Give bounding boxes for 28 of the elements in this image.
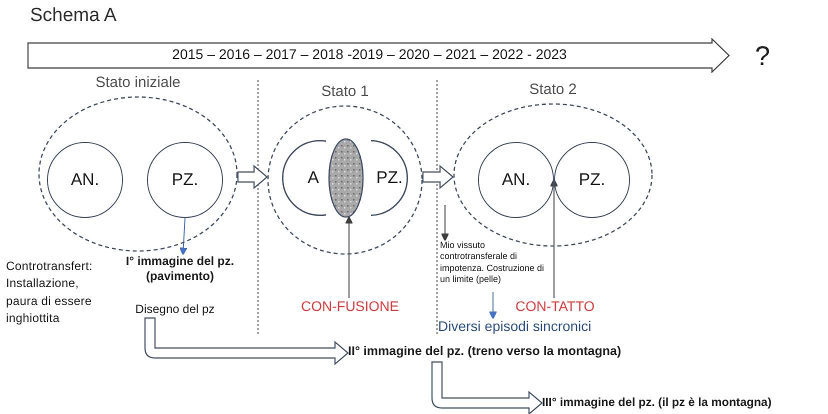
image-caption: II° immagine del pz. (treno verso la montagna) [348,344,668,360]
arrow [488,292,498,320]
timeline-years: 2015 – 2016 – 2017 – 2018 -2019 – 2020 – 2021 – 2022 - 2023 [171,46,568,62]
state-label: CON-TATTO [510,298,600,316]
diagram-title: Schema A [30,5,117,27]
image-caption: III° immagine del pz. (il pz è la montagna) [542,395,826,410]
drawing-caption: Disegno del pz [120,302,230,317]
arrow [550,178,558,298]
block-arrow [237,164,268,190]
block-arrow [144,317,349,365]
note-text: Mio vissuto controtransferale di impotenza. Costruzione di un limite (pelle) [440,240,546,285]
note-text: Diversi episodi sincronici [438,318,618,336]
block-arrow [431,361,543,414]
circle-node: PZ. [147,142,223,218]
state-heading: Stato 2 [528,81,578,98]
state-heading: Stato 1 [320,83,370,100]
arrow [179,218,188,256]
state-heading: Stato iniziale [94,74,182,91]
image-caption: I° immagine del pz. (pavimento) [125,254,235,284]
circle-node: AN. [47,142,123,218]
arrow [440,204,450,242]
state-label: CON-FUSIONE [295,298,405,316]
circle-node: PZ. [554,142,630,218]
note-text: Controtransfert: Installazione, paura di essere inghiottita [6,258,94,328]
circle-node: AN. [478,142,554,218]
block-arrow [422,164,454,190]
question-mark: ? [755,42,772,72]
arrow [344,216,354,298]
